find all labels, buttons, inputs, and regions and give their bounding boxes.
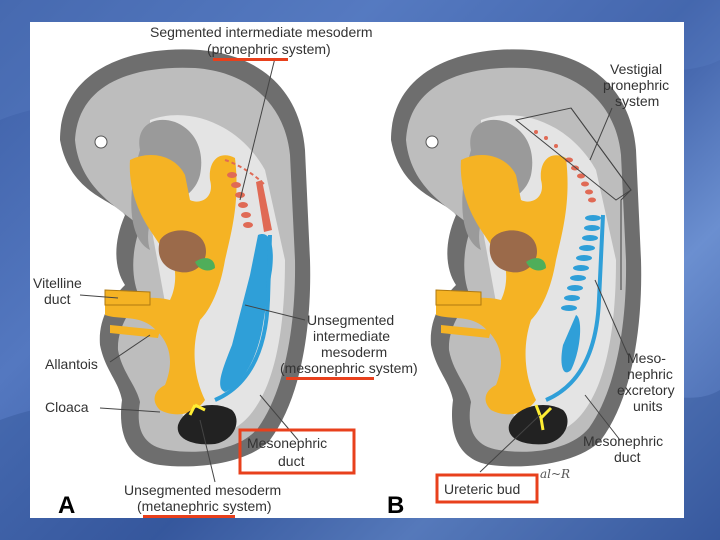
underline-metanephric xyxy=(143,515,235,518)
labels: Segmented intermediate mesoderm (proneph… xyxy=(33,24,675,519)
label-meso-2: nephric xyxy=(627,366,673,382)
label-pronephric-system: (pronephric system) xyxy=(207,41,331,57)
embryo-a-cloaca xyxy=(177,405,237,445)
embryo-a-mesonephric-tissue xyxy=(220,234,273,392)
embryo-b xyxy=(391,49,642,467)
label-meso-4: units xyxy=(633,398,663,414)
label-meso-1: Meso- xyxy=(627,350,666,366)
label-signature: al~R xyxy=(540,467,570,481)
label-mesonephric-duct-a-1: Mesonephric xyxy=(247,435,327,451)
embryo-a xyxy=(60,49,311,467)
label-vestigial-3: system xyxy=(615,93,659,109)
label-vitelline-1: Vitelline xyxy=(33,275,82,291)
label-vestigial-1: Vestigial xyxy=(610,61,662,77)
label-unsegmented-2: intermediate xyxy=(313,328,390,344)
embryo-b-mesonephric-units xyxy=(561,215,601,373)
label-mesonephric-duct-a-2: duct xyxy=(278,453,305,469)
embryo-a-allantois xyxy=(110,325,160,338)
label-unsegmented-1: Unsegmented xyxy=(307,312,394,328)
highlight-box-ureteric-bud xyxy=(435,473,539,504)
underline-pronephric xyxy=(213,58,288,61)
embryo-a-gut xyxy=(105,155,237,415)
embryo-a-liver xyxy=(158,230,206,273)
embryo-a-pronephros xyxy=(227,172,272,232)
embryo-a-pancreas xyxy=(195,258,215,271)
label-metanephric-system: (metanephric system) xyxy=(137,498,272,514)
embryo-a-vitelline-duct xyxy=(104,289,151,306)
label-mesonephric-system: (mesonephric system) xyxy=(280,360,418,376)
label-vitelline-2: duct xyxy=(44,291,71,307)
label-segmented-mesoderm: Segmented intermediate mesoderm xyxy=(150,24,373,40)
label-meso-3: excretory xyxy=(617,382,675,398)
label-mesonephric-duct-b-2: duct xyxy=(614,449,641,465)
label-unsegmented-mesoderm: Unsegmented mesoderm xyxy=(124,482,281,498)
embryo-a-eye xyxy=(94,135,108,149)
label-ureteric-bud: Ureteric bud xyxy=(444,481,520,497)
underline-mesonephric xyxy=(286,377,374,380)
label-allantois: Allantois xyxy=(45,356,98,372)
label-mesonephric-duct-b-1: Mesonephric xyxy=(583,433,663,449)
label-panel-a: A xyxy=(58,492,75,519)
highlight-box-mesonephric-duct-a xyxy=(238,428,356,475)
embryo-a-mesonephric-duct xyxy=(214,234,272,402)
label-panel-b: B xyxy=(387,492,404,519)
label-unsegmented-3: mesoderm xyxy=(321,344,387,360)
label-vestigial-2: pronephric xyxy=(603,77,669,93)
label-cloaca: Cloaca xyxy=(45,399,89,415)
leader-lines xyxy=(79,57,629,483)
